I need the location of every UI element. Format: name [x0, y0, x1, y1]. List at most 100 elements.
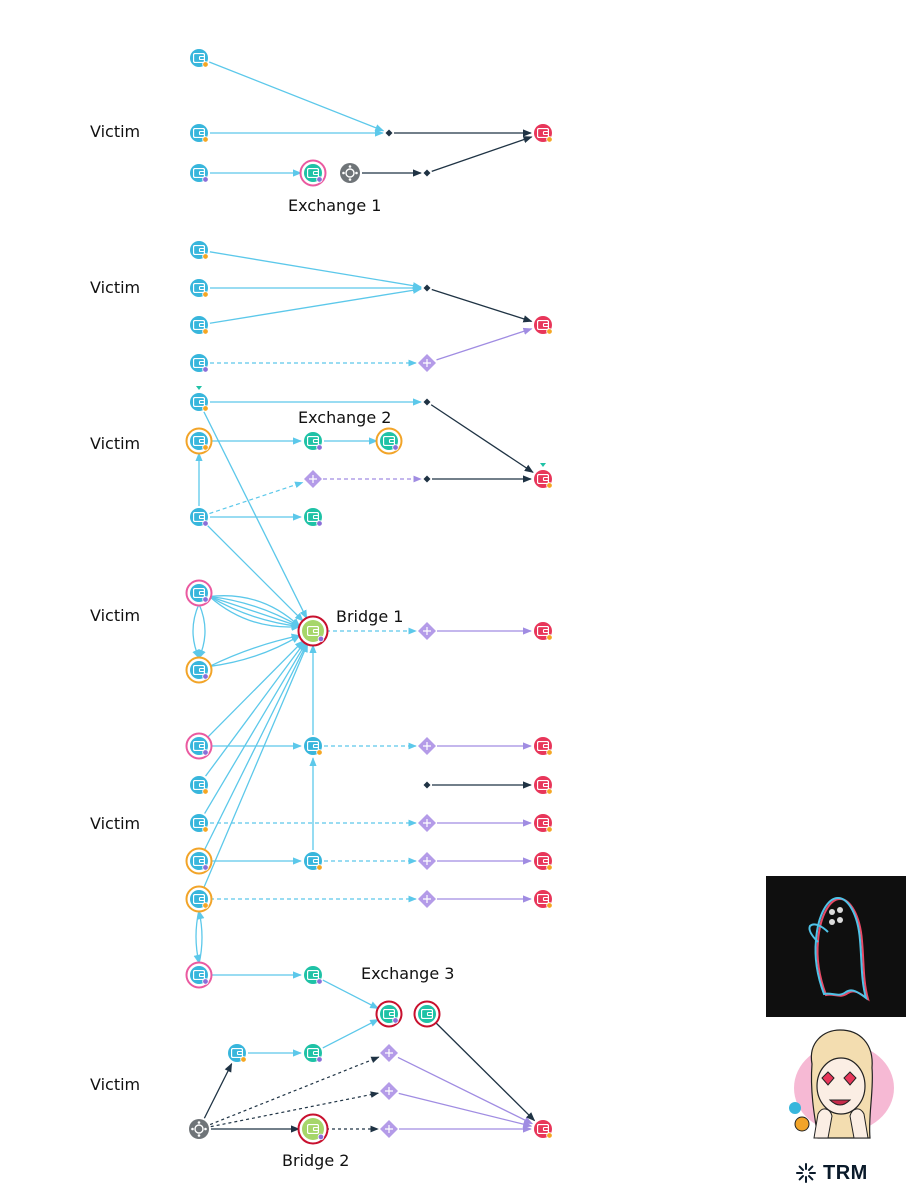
flow-edge — [208, 61, 385, 132]
flow-edge — [203, 642, 308, 852]
perpetrator-wallet-node[interactable] — [534, 622, 553, 641]
flow-edge — [209, 251, 422, 290]
perpetrator-wallet-node[interactable] — [534, 776, 553, 795]
bridge-diamond-icon[interactable] — [418, 814, 436, 832]
perpetrator-wallet-node[interactable] — [534, 316, 553, 335]
girl-sticker-icon — [778, 1028, 896, 1146]
victim-wallet-node[interactable] — [190, 776, 209, 795]
flow-nodes — [185, 49, 553, 1145]
victim-wallet-node[interactable] — [190, 354, 209, 373]
victim-wallet-node[interactable] — [185, 961, 213, 989]
flow-edge — [209, 595, 301, 628]
victim-wallet-node[interactable] — [190, 241, 209, 260]
exchange-2-label: Exchange 2 — [298, 408, 392, 427]
exchange-wallet-node[interactable] — [304, 432, 323, 451]
bridge-node[interactable] — [297, 615, 329, 647]
status-badge — [316, 520, 323, 527]
status-badge — [316, 176, 323, 183]
flow-edge — [398, 1092, 533, 1128]
exchange-wallet-node[interactable] — [413, 1000, 441, 1028]
bridge-diamond-icon[interactable] — [418, 622, 436, 640]
victim-wallet-node[interactable] — [190, 814, 209, 833]
bridge-diamond-icon[interactable] — [418, 354, 436, 372]
flow-edge — [203, 411, 308, 620]
victim-wallet-node[interactable] — [304, 737, 323, 756]
status-badge — [202, 673, 209, 680]
victim-wallet-node[interactable] — [190, 164, 209, 183]
exchange-wallet-node[interactable] — [304, 966, 323, 985]
flow-edge — [209, 595, 301, 631]
victim-wallet-node[interactable] — [185, 427, 213, 455]
status-badge — [202, 253, 209, 260]
junction-dot-icon — [423, 398, 431, 406]
perpetrator-wallet-node[interactable] — [534, 852, 553, 871]
junction-dot-icon — [385, 129, 393, 137]
victim-wallet-node[interactable] — [190, 279, 209, 298]
trm-logo-icon — [796, 1163, 816, 1183]
flow-edge — [198, 603, 206, 659]
victim-wallet-node[interactable] — [190, 393, 209, 412]
victim-wallet-node[interactable] — [190, 124, 209, 143]
victim-wallet-node[interactable] — [190, 508, 209, 527]
exchange-wallet-node[interactable] — [375, 1000, 403, 1028]
indicator-triangle — [540, 463, 546, 467]
flow-edge — [202, 643, 309, 890]
status-badge — [546, 482, 553, 489]
victim-label-5: Victim — [90, 814, 141, 833]
status-badge — [240, 1056, 247, 1063]
flow-edges — [192, 61, 536, 1133]
flow-edge — [210, 1091, 380, 1128]
status-badge — [202, 405, 209, 412]
flow-edge — [209, 634, 301, 668]
bridge-node[interactable] — [297, 1113, 329, 1145]
junction-dot-icon — [423, 284, 431, 292]
perpetrator-wallet-node[interactable] — [534, 737, 553, 756]
flow-edge — [206, 640, 304, 739]
flow-edge — [193, 909, 201, 964]
status-badge — [546, 788, 553, 795]
service-gear-icon[interactable] — [340, 163, 360, 183]
victim-wallet-node[interactable] — [190, 316, 209, 335]
victim-wallet-node[interactable] — [185, 579, 213, 607]
status-badge — [392, 444, 399, 451]
victim-wallet-node[interactable] — [185, 885, 213, 913]
junction-dot-icon — [423, 169, 431, 177]
ghost-icon — [808, 896, 870, 1002]
perpetrator-wallet-node[interactable] — [534, 124, 553, 143]
bridge-diamond-icon[interactable] — [380, 1082, 398, 1100]
victim-wallet-node[interactable] — [190, 49, 209, 68]
service-gear-icon[interactable] — [189, 1119, 209, 1139]
exchange-1-label: Exchange 1 — [288, 196, 382, 215]
status-badge — [546, 1132, 553, 1139]
victim-wallet-node[interactable] — [185, 656, 213, 684]
bridge-diamond-icon[interactable] — [380, 1044, 398, 1062]
victim-wallet-node[interactable] — [185, 732, 213, 760]
indicator-triangle — [196, 386, 202, 390]
exchange-wallet-node[interactable] — [375, 427, 403, 455]
bridge-diamond-icon[interactable] — [380, 1120, 398, 1138]
status-badge — [546, 328, 553, 335]
perpetrator-wallet-node[interactable] — [534, 1120, 553, 1139]
bridge-diamond-icon[interactable] — [418, 737, 436, 755]
perpetrator-wallet-node[interactable] — [534, 890, 553, 909]
status-badge — [317, 635, 325, 643]
bridge-diamond-icon[interactable] — [304, 470, 322, 488]
victim-wallet-node[interactable] — [228, 1044, 247, 1063]
perpetrator-wallet-node[interactable] — [534, 470, 553, 489]
perpetrator-wallet-node[interactable] — [534, 814, 553, 833]
status-badge — [202, 444, 209, 451]
victim-wallet-node[interactable] — [304, 852, 323, 871]
exchange-wallet-node[interactable] — [304, 508, 323, 527]
bridge-1-label: Bridge 1 — [336, 607, 404, 626]
bridge-diamond-icon[interactable] — [418, 890, 436, 908]
victim-label-2: Victim — [90, 278, 141, 297]
victim-wallet-node[interactable] — [185, 847, 213, 875]
flow-edge — [209, 286, 422, 324]
flow-edge — [204, 642, 307, 814]
bridge-diamond-icon[interactable] — [418, 852, 436, 870]
junction-dot-icon — [423, 781, 431, 789]
flow-edge — [431, 288, 533, 323]
flow-edge — [209, 633, 301, 668]
exchange-wallet-node[interactable] — [304, 1044, 323, 1063]
exchange-wallet-node[interactable] — [299, 159, 327, 187]
